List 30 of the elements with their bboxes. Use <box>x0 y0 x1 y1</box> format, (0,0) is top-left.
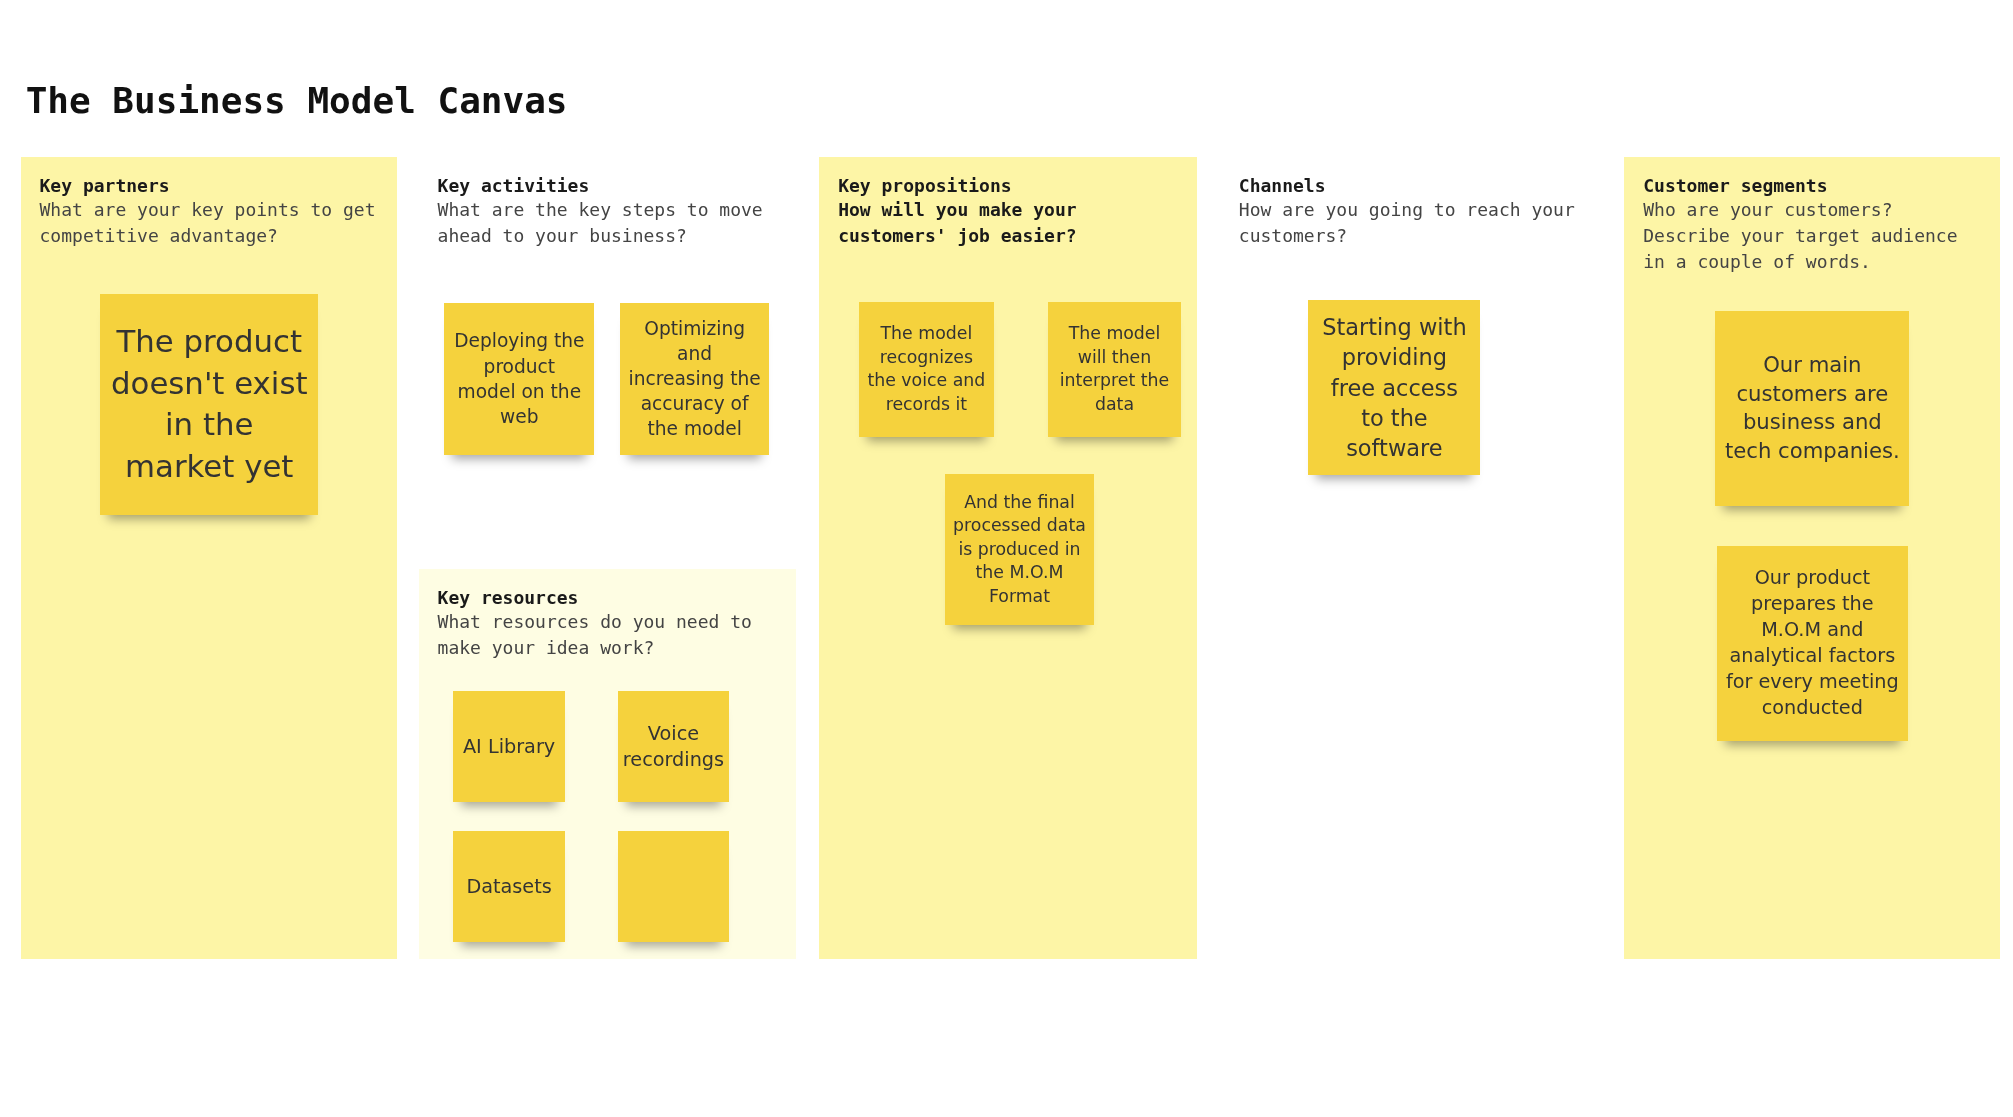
section-prompt: Who are your customers? Describe your target audience in a couple of words. <box>1643 197 1959 274</box>
section-prompt: How will you make your customers' job easier? <box>838 197 1078 248</box>
sticky-note: Datasets <box>453 830 565 943</box>
section-prompt: How are you going to reach your customers? <box>1238 197 1576 248</box>
section-heading: Key partners <box>39 174 171 196</box>
sticky-note: The model will then interpret the data <box>1047 301 1182 437</box>
canvas-section <box>1624 156 2001 960</box>
sticky-note: The product doesn't exist in the market yet <box>100 294 319 515</box>
canvas-section <box>20 156 397 960</box>
sticky-note: Optimizing and increasing the accuracy of the model <box>620 303 770 455</box>
section-prompt: What resources do you need to make your idea work? <box>437 609 753 660</box>
sticky-note: The model recognizes the voice and records it <box>859 301 994 437</box>
section-prompt: What are the key steps to move ahead to your business? <box>437 197 764 248</box>
sticky-note: Our product prepares the M.O.M and analytical factors for every meeting conducted <box>1716 545 1908 741</box>
canvas-section <box>819 156 1197 960</box>
section-heading: Channels <box>1238 174 1327 196</box>
sticky-note: AI Library <box>453 690 565 803</box>
sticky-note: Starting with providing free access to the software <box>1308 300 1481 476</box>
sticky-note: Our main customers are business and tech companies. <box>1715 310 1910 506</box>
page-title: The Business Model Canvas <box>25 79 568 121</box>
section-heading: Key resources <box>437 586 580 608</box>
section-heading: Customer segments <box>1643 174 1829 196</box>
section-heading: Key propositions <box>838 174 1013 196</box>
sticky-note: And the final processed data is produced in the M.O.M Format <box>945 473 1094 626</box>
section-prompt: What are your key points to get competitive advantage? <box>39 197 377 248</box>
section-heading: Key activities <box>437 174 591 196</box>
sticky-note <box>617 830 730 943</box>
canvas-section <box>418 568 797 960</box>
sticky-note: Deploying the product model on the web <box>444 303 595 455</box>
sticky-note: Voice recordings <box>617 690 730 803</box>
